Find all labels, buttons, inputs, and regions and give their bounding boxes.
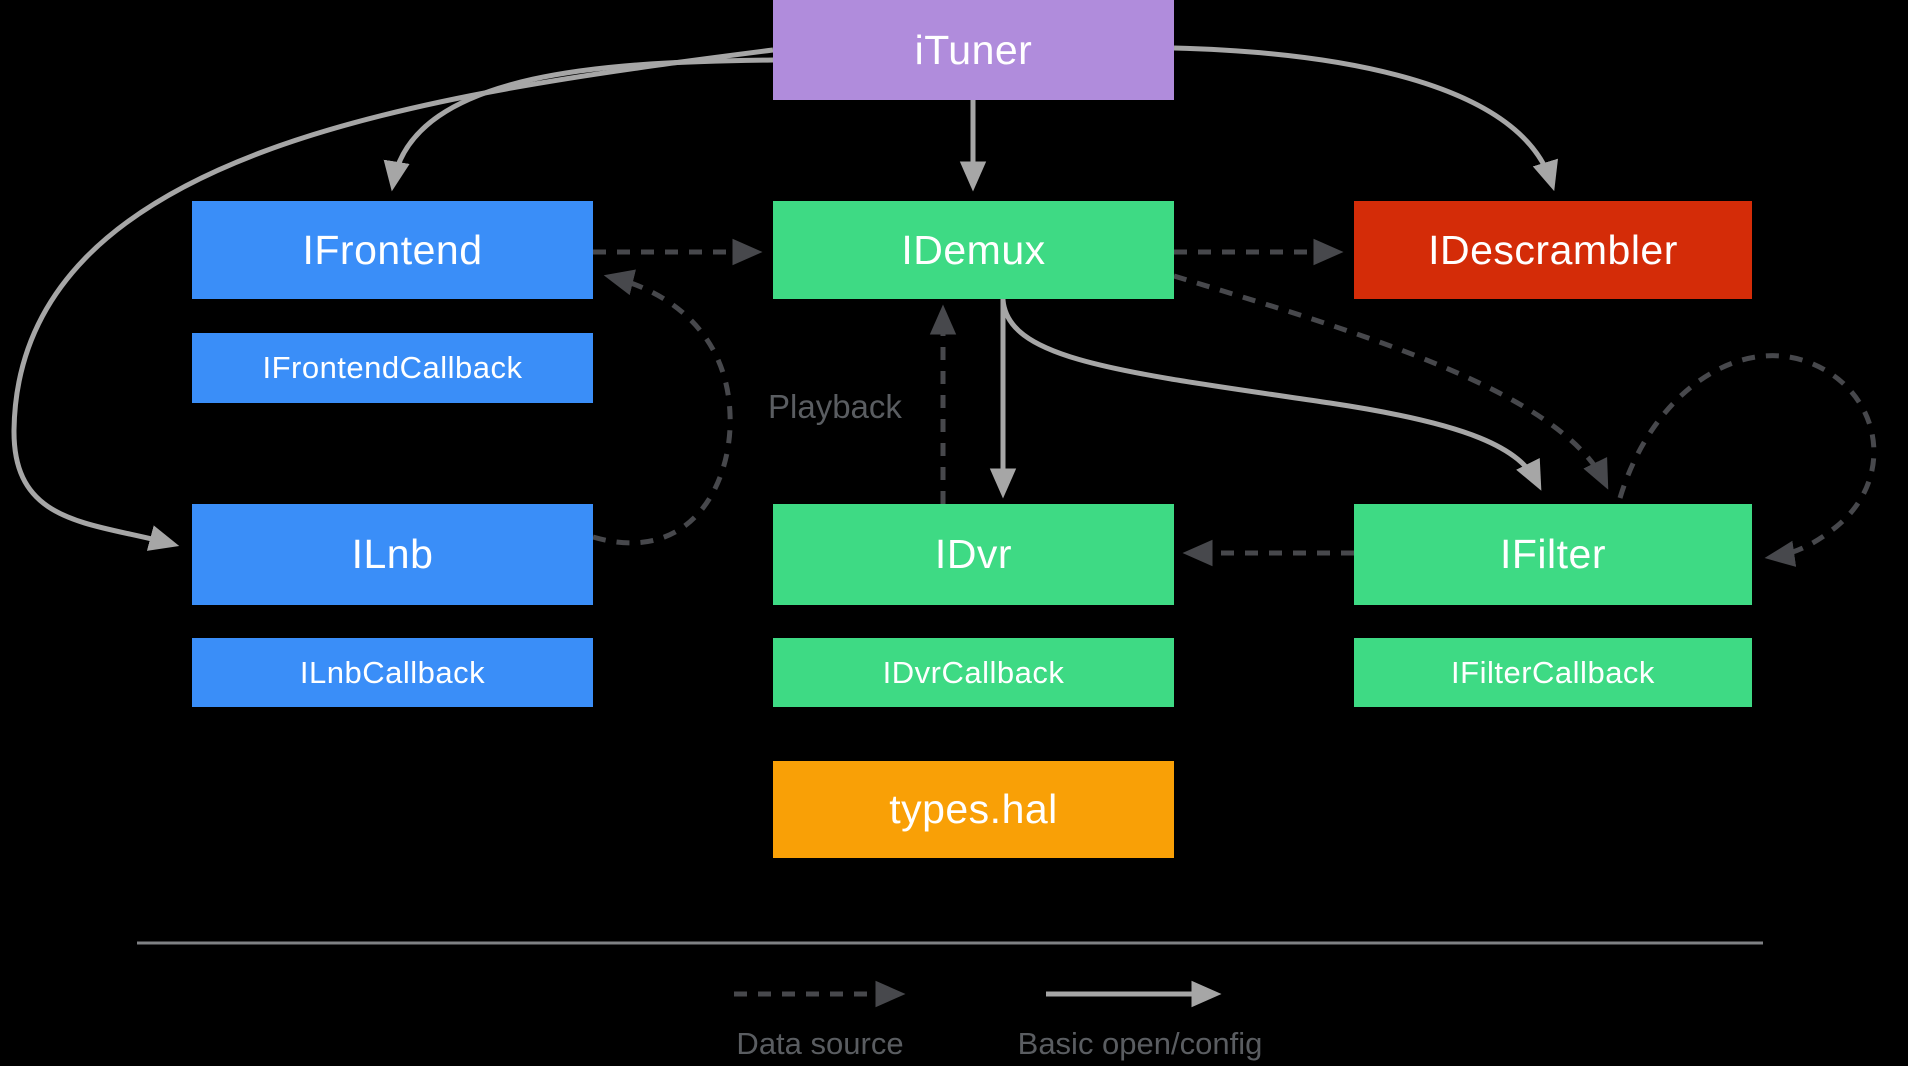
node-ilnb-callback: ILnbCallback bbox=[192, 638, 593, 707]
arrow-idemux-to-ifilter-dashed bbox=[1173, 273, 1609, 490]
node-ilnb: ILnb bbox=[192, 504, 593, 605]
node-types-hal: types.hal bbox=[773, 761, 1174, 858]
legend-label-basic-open-config: Basic open/config bbox=[1017, 1026, 1263, 1061]
arrow-ilnb-to-ifrontend-dashed bbox=[592, 269, 733, 546]
node-idemux: IDemux bbox=[773, 201, 1174, 299]
legend-label-data-source: Data source bbox=[736, 1026, 904, 1061]
node-idvr: IDvr bbox=[773, 504, 1174, 605]
playback-label: Playback bbox=[768, 388, 902, 425]
arrow-idemux-to-ifilter-solid bbox=[1000, 299, 1542, 491]
node-idescrambler: IDescrambler bbox=[1354, 201, 1752, 299]
arrow-ituner-to-ifrontend bbox=[383, 57, 774, 192]
node-ifrontend: IFrontend bbox=[192, 201, 593, 299]
node-ifilter: IFilter bbox=[1354, 504, 1752, 605]
arrow-ituner-to-ilnb bbox=[11, 47, 774, 551]
arrow-ituner-to-idescrambler bbox=[1173, 45, 1558, 192]
node-idvr-callback: IDvrCallback bbox=[773, 638, 1174, 707]
node-ifrontend-callback: IFrontendCallback bbox=[192, 333, 593, 403]
node-ituner: iTuner bbox=[773, 0, 1174, 100]
node-ifilter-callback: IFilterCallback bbox=[1354, 638, 1752, 707]
arrow-ifilter-self-loop bbox=[1617, 353, 1877, 567]
